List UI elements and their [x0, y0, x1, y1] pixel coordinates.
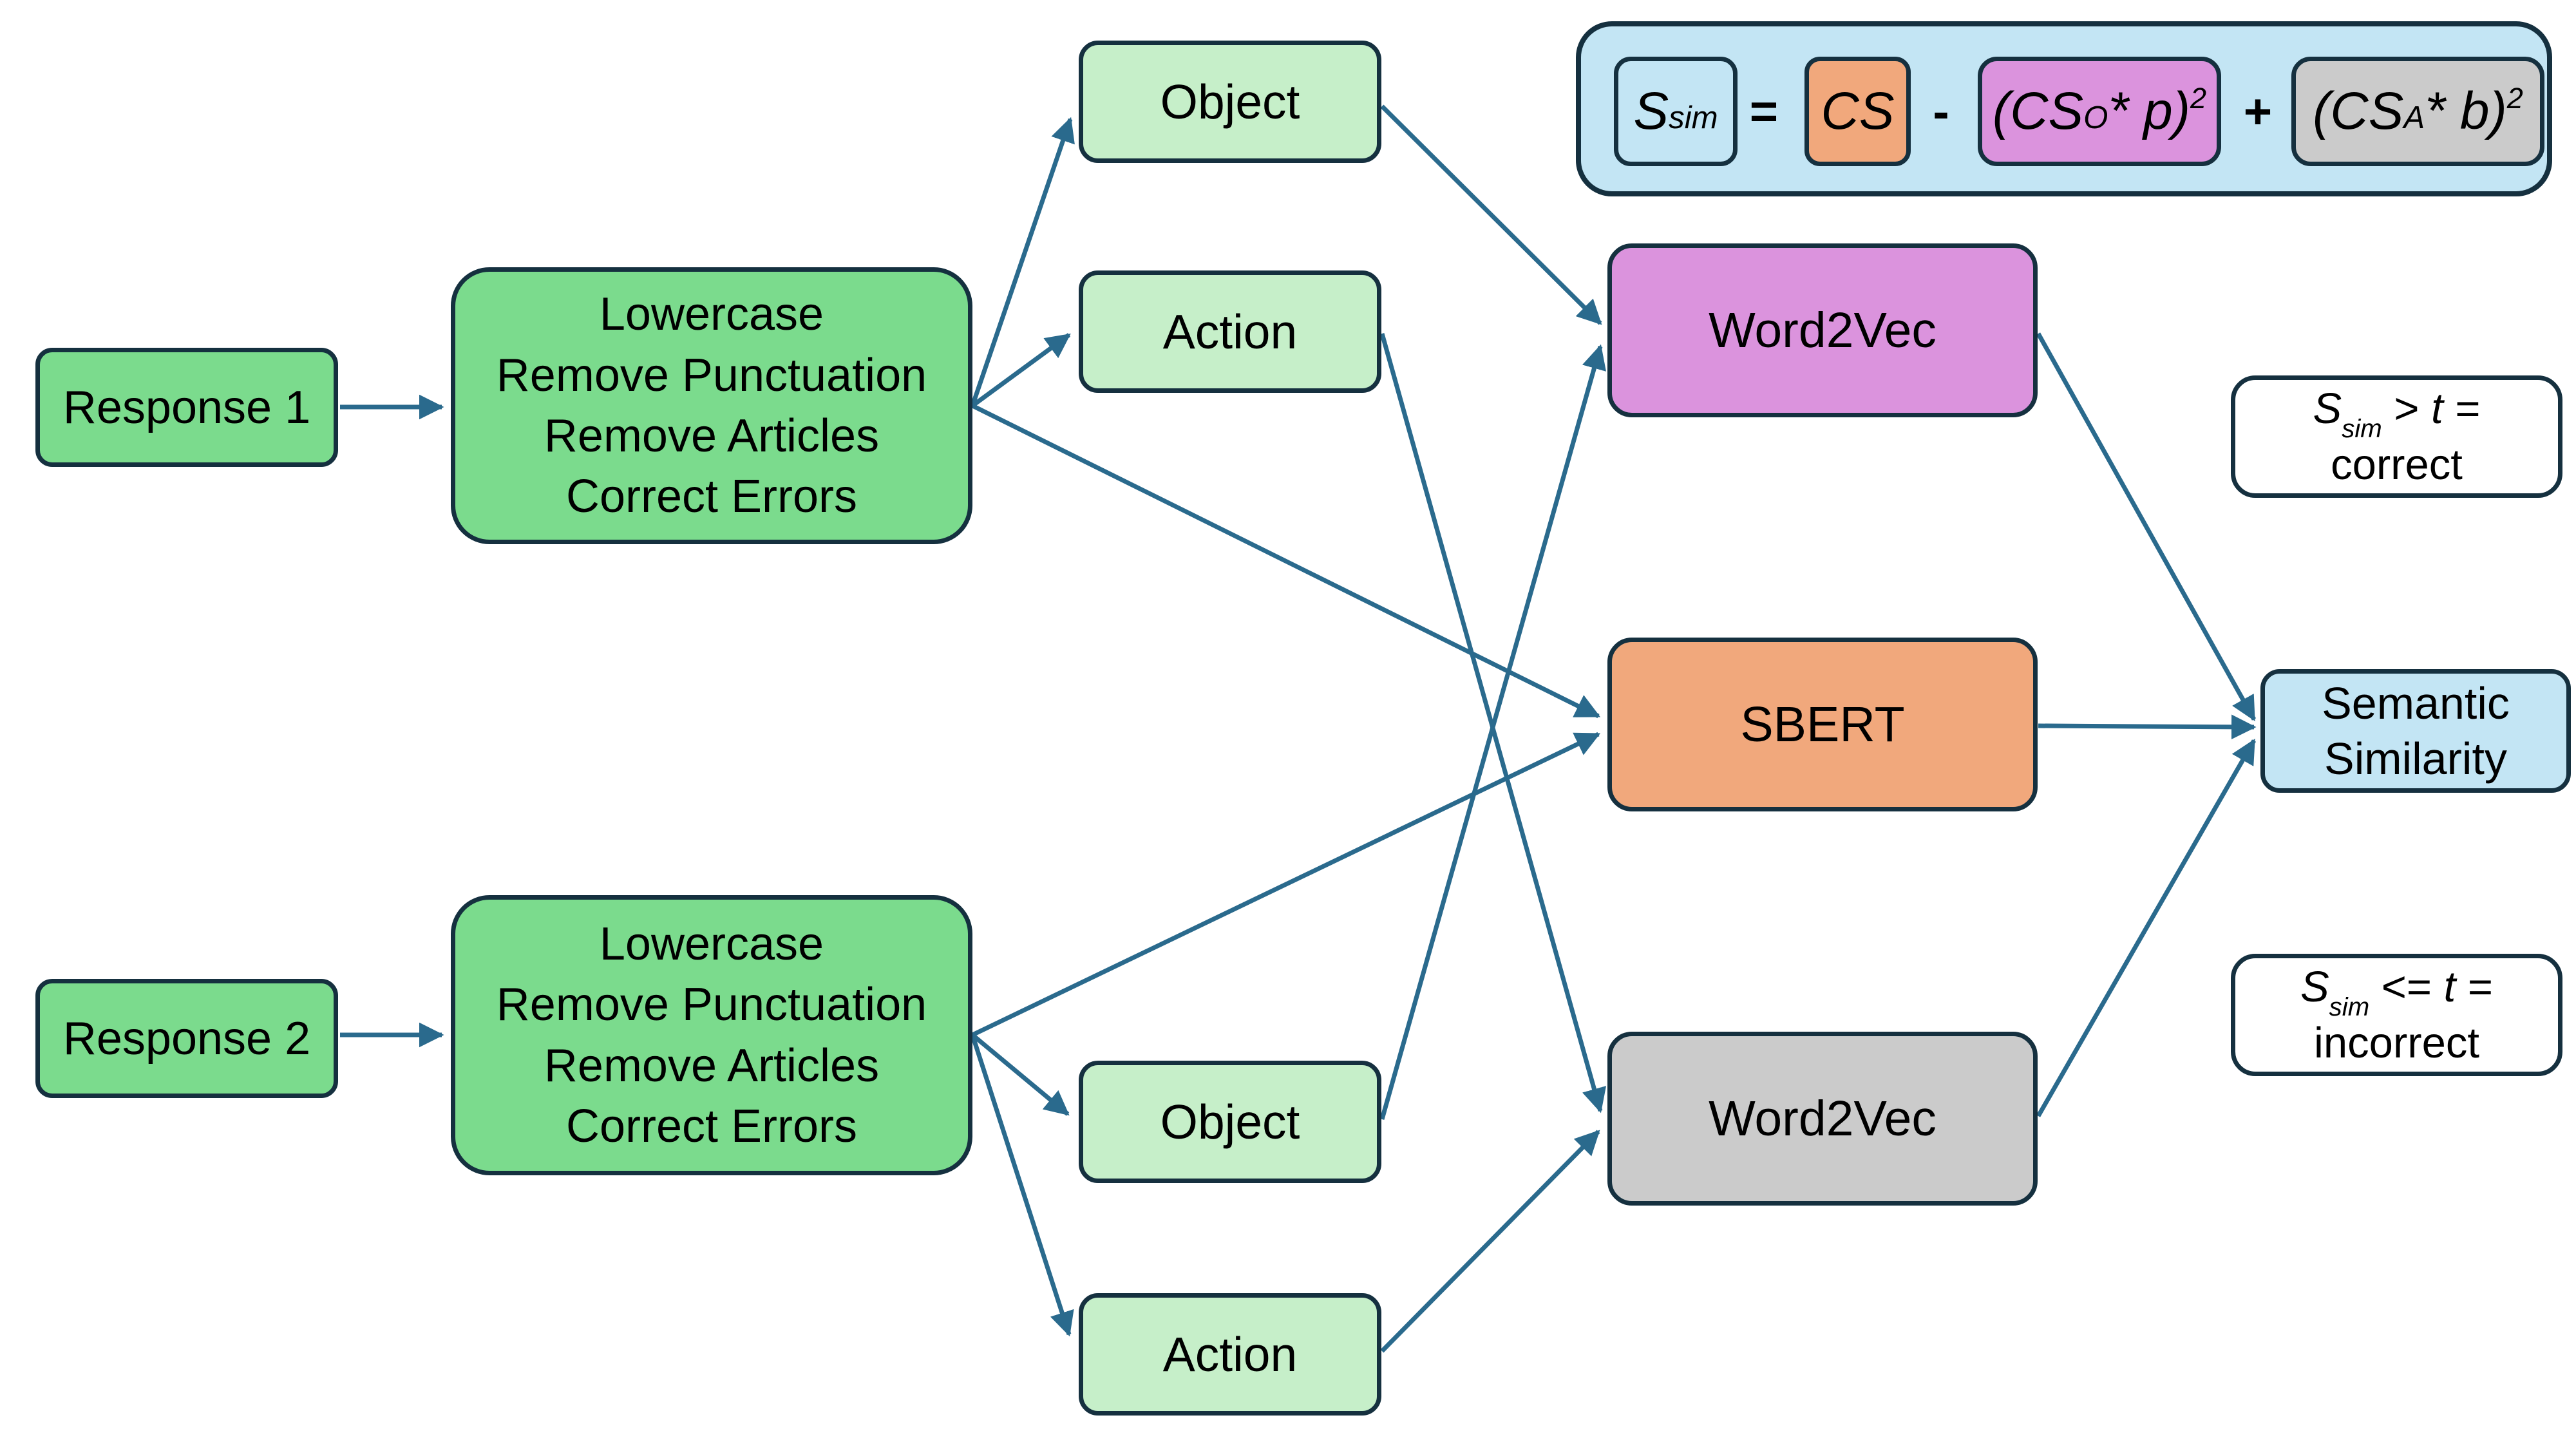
formula-csa-open: (CS — [2313, 82, 2404, 140]
threshold-incorrect-box: Ssim <= t = incorrect — [2231, 954, 2562, 1076]
formula-cso-subscript: O — [2083, 100, 2108, 136]
threshold-symbol: t — [2443, 962, 2456, 1011]
formula-csa-subscript: A — [2403, 100, 2425, 136]
formula-minus-operator: - — [1933, 84, 1949, 139]
formula-plus-operator: + — [2243, 84, 2273, 139]
response-2-label: Response 2 — [62, 1012, 311, 1065]
object-1-label: Object — [1160, 75, 1300, 129]
semantic-similarity-node: Semantic Similarity — [2260, 669, 2571, 793]
arrow-preprocess1-to-sbert — [971, 403, 1601, 719]
word2vec-2-node: Word2Vec — [1607, 1032, 2038, 1206]
arrow-preprocess2-to-object2 — [971, 1033, 1070, 1116]
less-equal-operator: <= — [2369, 962, 2444, 1011]
formula-equals-operator: = — [1749, 84, 1779, 139]
preprocess-1-node: Lowercase Remove Punctuation Remove Arti… — [451, 267, 972, 544]
greater-than-operator: > — [2382, 384, 2432, 433]
threshold-correct-box: Ssim > t = correct — [2231, 375, 2562, 498]
response-1-label: Response 1 — [62, 381, 311, 433]
arrow-preprocess1-to-object1 — [970, 117, 1075, 407]
response-1-node: Response 1 — [35, 348, 338, 467]
semantic-similarity-label: Semantic Similarity — [2322, 677, 2510, 784]
word2vec-2-label: Word2Vec — [1709, 1090, 1937, 1146]
word2vec-1-label: Word2Vec — [1709, 302, 1937, 358]
arrow-action2-to-word2vec2 — [1380, 1130, 1600, 1353]
arrow-sbert-to-semantic-similarity — [2038, 714, 2257, 740]
preprocess-2-node: Lowercase Remove Punctuation Remove Arti… — [451, 895, 972, 1175]
preprocess-1-label: Lowercase Remove Punctuation Remove Arti… — [496, 289, 927, 523]
formula-cso-exponent: 2 — [2190, 82, 2207, 115]
arrow-preprocess2-to-action2 — [970, 1034, 1074, 1337]
formula-csa-exponent: 2 — [2506, 82, 2523, 115]
formula-cs-box: CS — [1804, 57, 1911, 166]
threshold-correct-result: correct — [2331, 440, 2463, 489]
arrow-word2vec2-to-semantic-similarity — [2036, 738, 2257, 1117]
equals-operator: = — [2456, 962, 2494, 1011]
arrow-word2vec1-to-semantic-similarity — [2036, 332, 2257, 722]
sbert-label: SBERT — [1740, 696, 1905, 752]
arrow-preprocess2-to-sbert — [971, 732, 1601, 1037]
ssim-subscript: sim — [2329, 992, 2370, 1022]
formula-cso-open: (CS — [1992, 82, 2084, 140]
action-2-node: Action — [1079, 1293, 1381, 1416]
object-2-label: Object — [1160, 1095, 1300, 1149]
object-1-node: Object — [1079, 41, 1381, 163]
word2vec-1-node: Word2Vec — [1607, 243, 2038, 417]
ssim-subscript: sim — [2342, 414, 2382, 444]
formula-csa-close: * b) — [2425, 82, 2507, 140]
formula-ssim-symbol: S — [1633, 82, 1669, 140]
arrow-object2-to-word2vec1 — [1379, 344, 1607, 1120]
formula-ssim-subscript: sim — [1669, 100, 1718, 136]
sbert-node: SBERT — [1607, 638, 2038, 811]
threshold-incorrect-condition: Ssim <= t = — [2300, 959, 2494, 1020]
ssim-symbol: S — [2313, 384, 2342, 433]
equals-operator: = — [2443, 384, 2481, 433]
ssim-symbol: S — [2300, 962, 2329, 1011]
arrow-action1-to-word2vec2 — [1379, 333, 1607, 1113]
arrow-object1-to-word2vec1 — [1380, 104, 1602, 325]
formula-cs-symbol: CS — [1821, 82, 1895, 140]
threshold-correct-condition: Ssim > t = — [2313, 381, 2481, 442]
threshold-incorrect-result: incorrect — [2314, 1019, 2479, 1068]
formula-cso-close: * p) — [2108, 82, 2190, 140]
threshold-symbol: t — [2431, 384, 2443, 433]
preprocess-2-label: Lowercase Remove Punctuation Remove Arti… — [496, 918, 927, 1152]
object-2-node: Object — [1079, 1061, 1381, 1183]
action-1-node: Action — [1079, 270, 1381, 393]
response-2-node: Response 2 — [35, 979, 338, 1098]
action-1-label: Action — [1162, 305, 1298, 359]
action-2-label: Action — [1162, 1327, 1298, 1381]
arrow-preprocess1-to-action1 — [971, 333, 1071, 408]
